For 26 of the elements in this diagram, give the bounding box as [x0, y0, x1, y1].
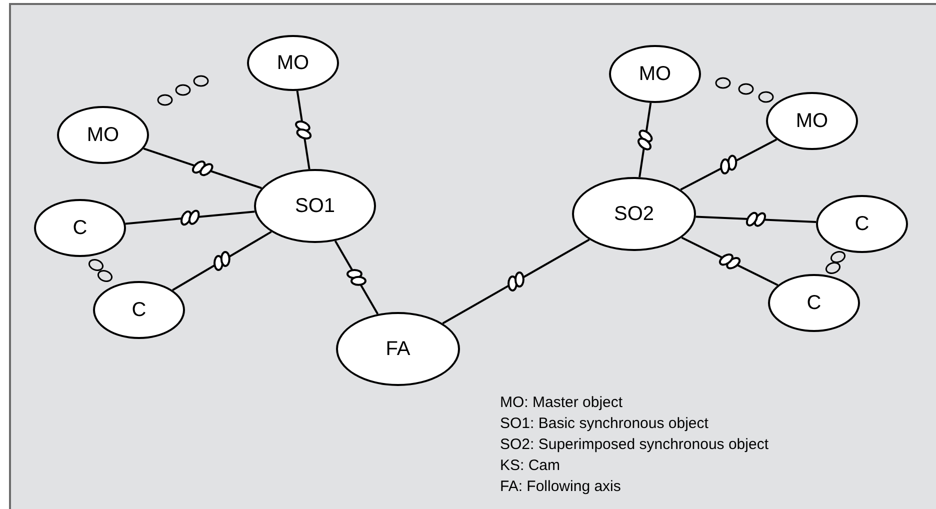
connector-line — [638, 102, 652, 178]
connector-line — [680, 138, 778, 191]
node-label: MO — [86, 125, 120, 145]
node-label: C — [132, 300, 146, 320]
connector-line — [442, 238, 590, 324]
legend-text: MO: Master object — [500, 393, 624, 413]
legend-text: KS: Cam — [500, 456, 562, 476]
connector-line — [172, 230, 272, 292]
connector-line — [696, 216, 816, 223]
connector-line — [125, 210, 255, 225]
connector-line — [296, 90, 310, 170]
node-label: C — [806, 293, 822, 313]
legend-text: SO1: Basic synchronous object — [500, 414, 710, 434]
connector-line — [681, 236, 778, 286]
node-label: C — [72, 218, 88, 238]
node-label: C — [854, 214, 870, 234]
connector-line — [143, 148, 262, 190]
legend-text: FA: Following axis — [500, 477, 622, 497]
node-label: SO1 — [294, 196, 336, 216]
node-label: MO — [796, 111, 828, 131]
node-label: FA — [386, 339, 410, 359]
connector-line — [334, 240, 379, 315]
node-label: MO — [638, 64, 672, 84]
legend-text: SO2: Superimposed synchronous object — [500, 435, 768, 455]
node-label: MO — [276, 53, 310, 73]
node-label: SO2 — [614, 204, 654, 224]
